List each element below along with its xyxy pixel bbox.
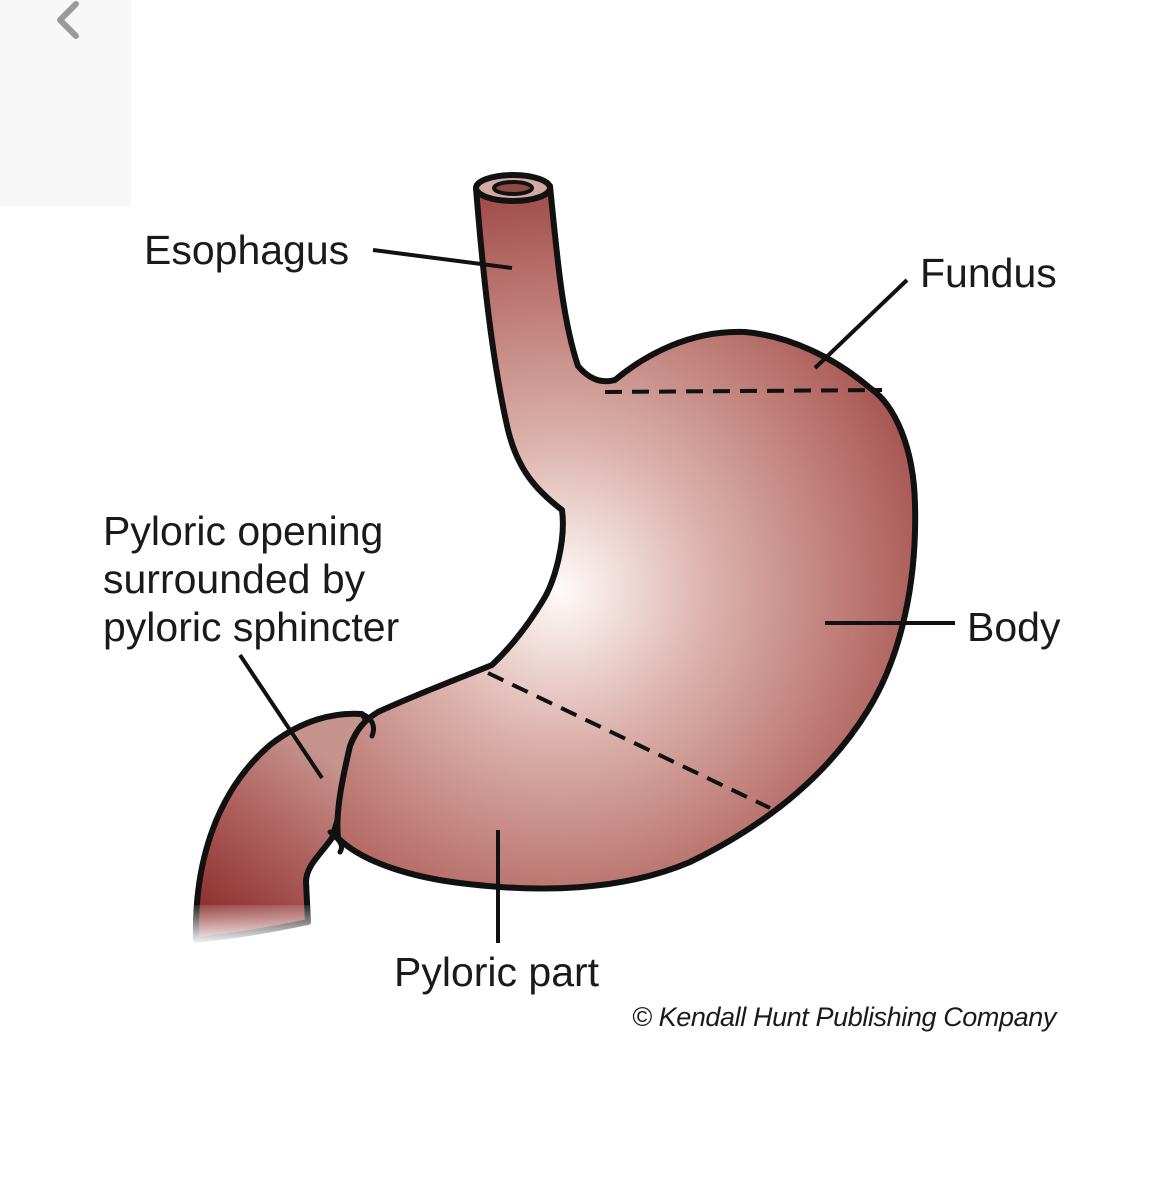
label-pyloric-part: Pyloric part	[394, 949, 600, 995]
fundus-leader	[813, 278, 909, 370]
label-fundus: Fundus	[920, 250, 1057, 296]
fundus-divider	[604, 388, 883, 394]
back-button[interactable]	[0, 0, 131, 206]
stomach-body	[334, 183, 919, 892]
label-body: Body	[967, 604, 1061, 650]
label-pyloric-opening: Pyloric opening surrounded by pyloric sp…	[103, 508, 400, 650]
label-esophagus: Esophagus	[144, 227, 350, 273]
chevron-left-icon	[57, 1, 79, 39]
copyright-notice: © Kendall Hunt Publishing Company	[632, 1002, 1056, 1032]
pyloric-opening-leader	[238, 653, 324, 780]
pyloric-sphincter	[327, 711, 377, 855]
esophagus-leader	[372, 248, 513, 270]
